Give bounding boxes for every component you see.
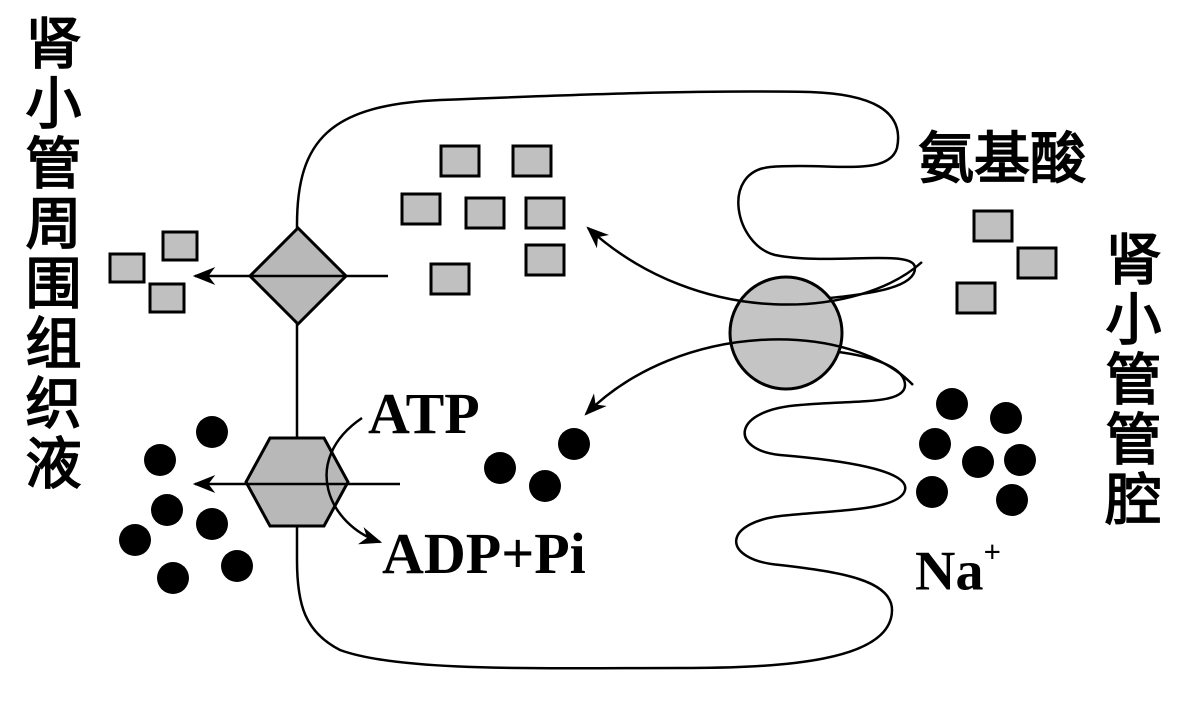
amino-acid-icon (400, 192, 442, 226)
amino-acid-icon (429, 262, 471, 296)
amino-acid-icon (161, 230, 199, 262)
sodium-entry-arrow (584, 338, 914, 416)
sodium-ion-icon (962, 446, 994, 478)
interstitial-amino-acids (108, 230, 199, 314)
intracellular-sodium (484, 428, 590, 502)
sodium-ion-icon (1004, 444, 1036, 476)
sodium-symbol: Na (915, 540, 984, 603)
hexagon-pump-icon (244, 436, 350, 528)
circle-carrier-icon (728, 275, 844, 391)
sodium-ion-icon (996, 484, 1028, 516)
sodium-ion-icon (990, 402, 1022, 434)
sodium-ion-icon (196, 416, 228, 448)
sodium-ion-icon (221, 550, 253, 582)
sodium-ion-icon (936, 388, 968, 420)
sodium-ion-icon (151, 494, 183, 526)
lumen-sodium (916, 388, 1036, 516)
sodium-ion-icon (119, 524, 151, 556)
amino-acid-icon (511, 144, 553, 178)
amino-acid-icon (524, 243, 566, 277)
amino-acid-icon (1016, 246, 1058, 280)
intracellular-amino-acids (400, 144, 566, 296)
sodium-ion-icon (196, 508, 228, 540)
amino-acid-icon (108, 252, 146, 284)
sodium-ion-icon (157, 562, 189, 594)
sodium-ion-icon (529, 470, 561, 502)
sodium-label: Na+ (915, 535, 1001, 604)
lumen-amino-acids (955, 209, 1058, 315)
sodium-ion-icon (484, 452, 516, 484)
amino-acid-icon (972, 209, 1014, 243)
sodium-ion-icon (144, 444, 176, 476)
sodium-ion-icon (919, 428, 951, 460)
amino-acid-icon (955, 281, 997, 315)
amino-acid-icon (464, 196, 506, 230)
sodium-ion-icon (558, 428, 590, 460)
interstitial-sodium (119, 416, 253, 594)
amino-acid-entry-arrow (586, 226, 923, 306)
amino-acid-icon (524, 196, 566, 230)
adp-pi-label: ADP+Pi (382, 521, 586, 586)
sodium-ion-icon (916, 476, 948, 508)
sodium-charge: + (983, 535, 1002, 569)
interstitial-fluid-label: 肾小管周围组织液 (16, 14, 82, 494)
amino-acid-icon (439, 144, 481, 178)
amino-acid-label: 氨基酸 (918, 126, 1086, 192)
atp-hydrolysis-arrow (325, 416, 383, 545)
amino-acid-icon (148, 282, 186, 314)
tubule-lumen-label: 肾小管管腔 (1096, 230, 1162, 530)
atp-label: ATP (368, 381, 480, 446)
cell-membrane (295, 90, 917, 670)
